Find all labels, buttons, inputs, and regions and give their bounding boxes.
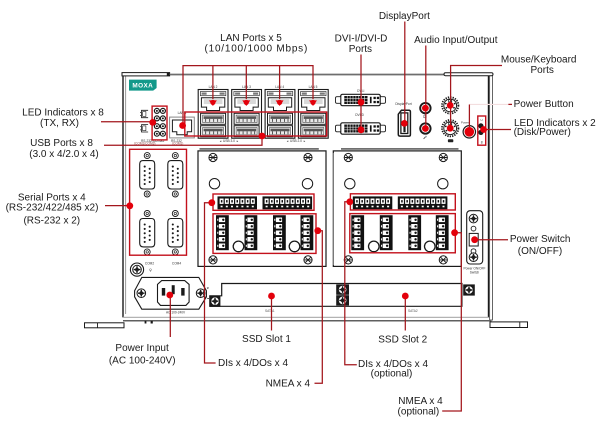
svg-text:SSD Slot 2: SSD Slot 2 — [378, 335, 427, 346]
svg-text:NMEA x 4: NMEA x 4 — [266, 378, 311, 389]
svg-text:(AC 100-240V): (AC 100-240V) — [109, 356, 176, 367]
svg-text:Power Button: Power Button — [514, 99, 574, 110]
svg-text:NMEA x 4: NMEA x 4 — [398, 396, 443, 407]
svg-text:(3.0 x 4/2.0 x 4): (3.0 x 4/2.0 x 4) — [29, 149, 98, 160]
svg-text:(RS-232/422/485 x2): (RS-232/422/485 x2) — [6, 202, 99, 213]
svg-text:AC 100-240V: AC 100-240V — [166, 310, 186, 314]
svg-text:DIs x 4/DOs x 4: DIs x 4/DOs x 4 — [358, 359, 428, 370]
svg-text:(RS-232 x 2): (RS-232 x 2) — [23, 215, 80, 226]
svg-text:DIs x 4/DOs x 4: DIs x 4/DOs x 4 — [218, 358, 288, 369]
svg-text:DisplayPort: DisplayPort — [379, 11, 430, 22]
svg-text:(optional): (optional) — [398, 406, 440, 417]
svg-text:(COM1/COM3): (COM1/COM3) — [134, 141, 155, 145]
svg-text:Power ON/OFF: Power ON/OFF — [464, 267, 486, 271]
svg-text:SATA1: SATA1 — [265, 309, 275, 313]
svg-text:U: U — [481, 118, 483, 122]
svg-text:LED Indicators x 8: LED Indicators x 8 — [22, 108, 104, 119]
svg-text:DVI-I/DVI-D: DVI-I/DVI-D — [335, 33, 388, 44]
svg-text:Mouse/Keyboard: Mouse/Keyboard — [501, 54, 577, 65]
svg-text:Power: Power — [461, 121, 469, 125]
svg-text:SATA2: SATA2 — [408, 309, 418, 313]
svg-text:LAN 1: LAN 1 — [178, 111, 187, 115]
svg-text:(Disk/Power): (Disk/Power) — [514, 127, 571, 138]
svg-text:RS-232: RS-232 — [171, 139, 182, 143]
svg-text:8: 8 — [481, 141, 483, 145]
svg-text:(ON/OFF): (ON/OFF) — [518, 246, 562, 257]
svg-text:Audio Input/Output: Audio Input/Output — [414, 35, 498, 46]
svg-text:Ports: Ports — [531, 65, 554, 76]
svg-text:Switch: Switch — [470, 270, 480, 274]
svg-text:(optional): (optional) — [371, 368, 413, 379]
svg-text:Ports: Ports — [349, 44, 372, 55]
svg-text:SSD Slot 1: SSD Slot 1 — [242, 334, 291, 345]
svg-text:LED Indicators x 2: LED Indicators x 2 — [514, 118, 596, 129]
svg-text:⚲: ⚲ — [149, 268, 152, 273]
svg-text:USB Ports x 8: USB Ports x 8 — [30, 138, 93, 149]
svg-text:MOXA: MOXA — [132, 83, 153, 90]
svg-text:🎤: 🎤 — [423, 135, 427, 139]
svg-text:DVI-D: DVI-D — [355, 113, 364, 117]
svg-text:COM4: COM4 — [172, 262, 181, 266]
svg-text:Power Input: Power Input — [115, 343, 169, 354]
svg-text:Power Switch: Power Switch — [510, 234, 571, 245]
svg-text:(10/100/1000 Mbps): (10/100/1000 Mbps) — [205, 43, 309, 54]
svg-text:(COM1): (COM1) — [172, 142, 183, 146]
svg-text:DisplayPort: DisplayPort — [395, 102, 411, 106]
svg-text:◂ USB 2.0 ▸: ◂ USB 2.0 ▸ — [287, 139, 306, 143]
svg-text:Serial Ports x 4: Serial Ports x 4 — [18, 192, 86, 203]
svg-text:RS-232/422/485: RS-232/422/485 — [141, 139, 164, 143]
svg-text:◂ USB 3.0 ▸: ◂ USB 3.0 ▸ — [220, 139, 239, 143]
svg-text:COM2: COM2 — [145, 262, 154, 266]
svg-text:(TX, RX): (TX, RX) — [40, 118, 79, 129]
svg-text:LAN Ports x 5: LAN Ports x 5 — [220, 33, 282, 44]
